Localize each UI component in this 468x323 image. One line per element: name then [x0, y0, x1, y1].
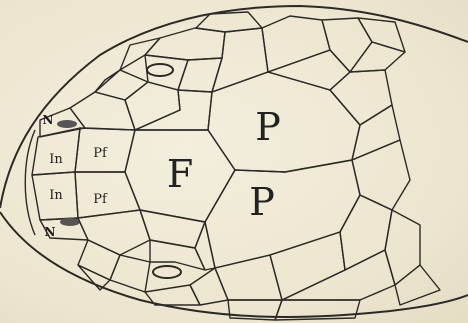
label-internasal-upper: In [49, 152, 63, 167]
label-nasal-upper: N [43, 113, 54, 127]
label-prefrontal-lower: Pf [93, 192, 108, 207]
label-parietal-lower: P [249, 180, 275, 224]
label-prefrontal-upper: Pf [93, 146, 108, 161]
eye-lower [153, 266, 181, 278]
nostril-upper [57, 120, 77, 128]
label-frontal: F [167, 152, 193, 196]
head-outline-lower [0, 212, 468, 317]
nostril-lower [60, 218, 80, 226]
label-internasal-lower: In [49, 188, 63, 203]
label-parietal-upper: P [255, 105, 281, 149]
eye-upper [147, 64, 173, 76]
head-outline-upper [0, 6, 468, 208]
parietal-upper-shield [208, 72, 360, 172]
upper-side-scales [70, 12, 405, 160]
parietal-lower-shield [205, 160, 360, 268]
label-nasal-lower: N [45, 225, 56, 239]
lower-side-scales [78, 140, 440, 320]
